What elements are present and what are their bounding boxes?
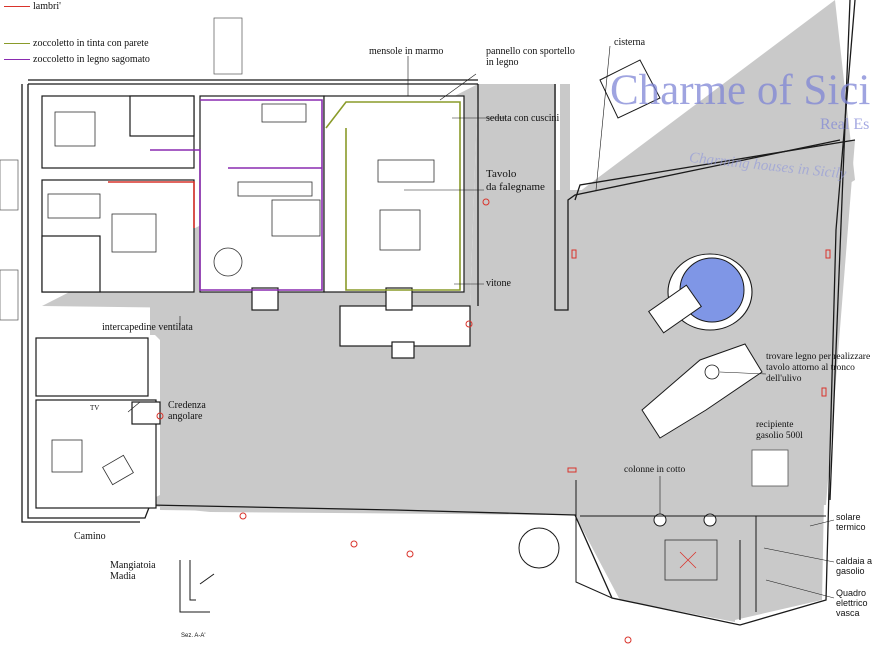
label-tv: TV bbox=[90, 404, 100, 412]
label-solare: solare termico bbox=[836, 512, 866, 532]
label-caldaia: caldaia a gasolio bbox=[836, 556, 873, 576]
legend-label: lambri' bbox=[33, 1, 61, 12]
label-sezione: Sez. A-A' bbox=[181, 633, 206, 639]
pergola-structure bbox=[575, 480, 826, 620]
annex-block bbox=[35, 337, 161, 509]
legend-item-zoccoletto-parete: zoccoletto in tinta con parete bbox=[4, 38, 149, 49]
label-seduta: seduta con cuscini bbox=[486, 113, 560, 124]
label-camino: Camino bbox=[74, 531, 106, 542]
label-trovare-legno: trovare legno per realizzare tavolo atto… bbox=[766, 352, 871, 384]
legend-item-lambri: lambri' bbox=[4, 1, 61, 12]
pool bbox=[648, 253, 753, 334]
label-pannello: pannello con sportello in legno bbox=[486, 46, 575, 68]
label-recipiente: recipiente gasolio 500l bbox=[756, 420, 803, 441]
fuel-tank bbox=[751, 449, 789, 487]
label-cisterna: cisterna bbox=[614, 37, 646, 48]
living-block bbox=[199, 95, 471, 359]
label-vitone: vitone bbox=[486, 278, 511, 289]
label-tavolo-falegname: Tavolo da falegname bbox=[486, 168, 545, 193]
legend-swatch-red bbox=[4, 6, 30, 7]
section-detail bbox=[179, 560, 215, 613]
label-intercapedine: intercapedine ventilata bbox=[102, 322, 193, 333]
round-oven bbox=[518, 527, 560, 569]
cistern bbox=[599, 59, 661, 119]
legend-swatch-green bbox=[4, 43, 30, 44]
label-mensole: mensole in marmo bbox=[369, 46, 444, 57]
bedroom-block bbox=[41, 95, 195, 293]
boundary-walls bbox=[21, 0, 856, 626]
label-colonne: colonne in cotto bbox=[624, 465, 686, 475]
watermark-brand: Charme of Sici bbox=[610, 67, 871, 114]
skirting-lines bbox=[108, 99, 461, 291]
label-quadro: Quadro elettrico vasca bbox=[836, 588, 868, 618]
watermark-sub: Real Es bbox=[820, 116, 870, 133]
pointer-lines bbox=[127, 45, 835, 599]
olive-table bbox=[641, 343, 763, 439]
label-mangiatoia: Mangiatoia Madia bbox=[110, 560, 156, 582]
legend-label: zoccoletto in legno sagomato bbox=[33, 54, 150, 65]
side-elevations bbox=[0, 17, 243, 321]
legend-swatch-purple bbox=[4, 59, 30, 60]
red-markers bbox=[156, 198, 831, 644]
legend-item-zoccoletto-legno: zoccoletto in legno sagomato bbox=[4, 54, 150, 65]
label-credenza: Credenza angolare bbox=[168, 400, 206, 422]
olive-trunk bbox=[704, 364, 720, 380]
legend-label: zoccoletto in tinta con parete bbox=[33, 38, 149, 49]
furniture bbox=[47, 103, 718, 581]
